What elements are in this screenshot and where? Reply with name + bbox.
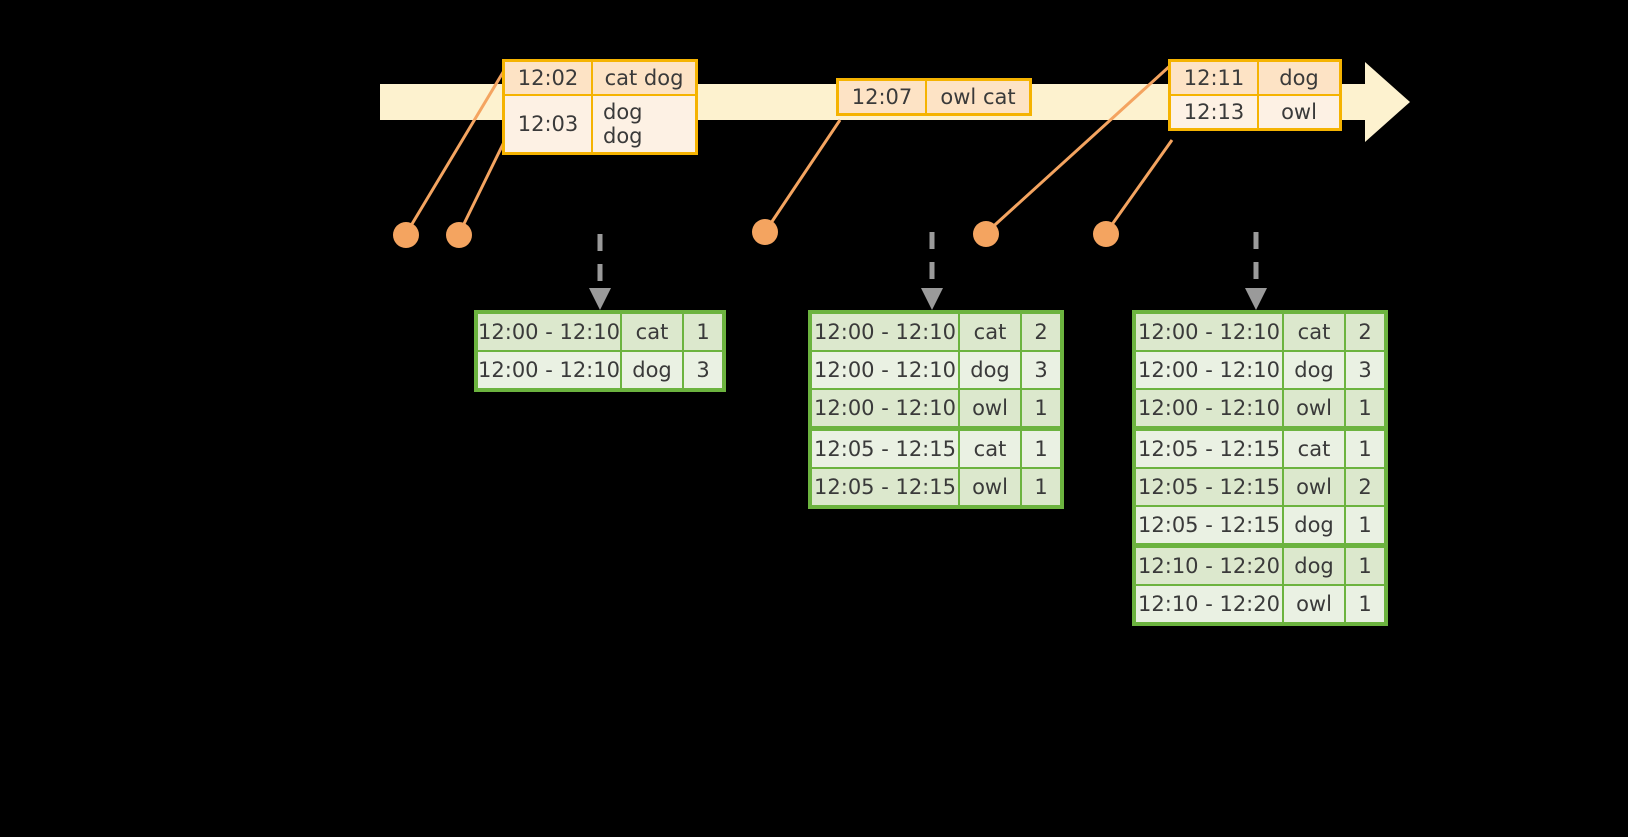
connector-line-5 [1104,139,1174,234]
cell-count: 1 [1022,390,1060,426]
cell-count: 1 [1346,390,1384,426]
table-row[interactable]: 12:05 - 12:15 owl 2 [1136,467,1384,505]
cell-window: 12:00 - 12:10 [812,314,960,350]
cell-word: dog [960,352,1022,388]
table-row[interactable]: 12:00 - 12:10 cat 2 [1136,314,1384,350]
table-row[interactable]: 12:00 - 12:10 owl 1 [812,388,1060,426]
event-time: 12:11 [1171,62,1259,94]
table-row[interactable]: 12:00 - 12:10 cat 2 [812,314,1060,350]
event-group-1[interactable]: 12:02 cat dog 12:03 dog dog [502,59,698,155]
cell-window: 12:00 - 12:10 [478,352,622,388]
event-dots [393,219,1119,248]
cell-window: 12:00 - 12:10 [812,390,960,426]
cell-word: owl [960,469,1022,505]
cell-window: 12:00 - 12:10 [812,352,960,388]
cell-word: cat [622,314,684,350]
cell-word: dog [622,352,684,388]
dashed-arrow-1 [589,234,611,310]
table-row[interactable]: 12:05 - 12:15 dog 1 [1136,505,1384,543]
event-words: cat dog [593,62,695,94]
dot-4 [973,221,999,247]
cell-word: cat [1284,431,1346,467]
table-row[interactable]: 12:00 - 12:10 cat 1 [478,314,722,350]
cell-count: 1 [1346,507,1384,543]
cell-word: dog [1284,352,1346,388]
dot-2 [446,222,472,248]
table-row[interactable]: 12:05 - 12:15 owl 1 [812,467,1060,505]
cell-window: 12:05 - 12:15 [812,431,960,467]
table-row[interactable]: 12:05 - 12:15 cat 1 [1136,426,1384,467]
result-table-2[interactable]: 12:00 - 12:10 cat 2 12:00 - 12:10 dog 3 … [808,310,1064,509]
dot-5 [1093,221,1119,247]
dot-1 [393,222,419,248]
cell-window: 12:00 - 12:10 [1136,390,1284,426]
event-row[interactable]: 12:07 owl cat [839,81,1029,113]
table-row[interactable]: 12:10 - 12:20 owl 1 [1136,584,1384,622]
cell-count: 3 [684,352,722,388]
cell-word: cat [960,431,1022,467]
cell-count: 1 [1022,431,1060,467]
dashed-arrows [589,232,1267,310]
cell-count: 1 [684,314,722,350]
cell-word: owl [1284,469,1346,505]
event-time: 12:02 [505,62,593,94]
dashed-arrow-3 [1245,232,1267,310]
cell-count: 1 [1346,431,1384,467]
connector-line-1 [404,63,510,235]
dot-3 [752,219,778,245]
event-row[interactable]: 12:03 dog dog [505,94,695,152]
cell-window: 12:05 - 12:15 [1136,431,1284,467]
cell-word: dog [1284,548,1346,584]
table-row[interactable]: 12:05 - 12:15 cat 1 [812,426,1060,467]
cell-count: 3 [1022,352,1060,388]
dashed-arrow-2 [921,232,943,310]
cell-word: cat [960,314,1022,350]
result-table-1[interactable]: 12:00 - 12:10 cat 1 12:00 - 12:10 dog 3 [474,310,726,392]
cell-count: 3 [1346,352,1384,388]
cell-window: 12:00 - 12:10 [1136,314,1284,350]
table-row[interactable]: 12:00 - 12:10 owl 1 [1136,388,1384,426]
cell-window: 12:10 - 12:20 [1136,548,1284,584]
result-table-3[interactable]: 12:00 - 12:10 cat 2 12:00 - 12:10 dog 3 … [1132,310,1388,626]
cell-word: owl [1284,390,1346,426]
cell-count: 2 [1346,469,1384,505]
table-row[interactable]: 12:00 - 12:10 dog 3 [812,350,1060,388]
table-row[interactable]: 12:00 - 12:10 dog 3 [478,350,722,388]
cell-word: dog [1284,507,1346,543]
event-group-2[interactable]: 12:07 owl cat [836,78,1032,116]
cell-count: 2 [1022,314,1060,350]
cell-window: 12:00 - 12:10 [478,314,622,350]
cell-count: 1 [1346,586,1384,622]
event-row[interactable]: 12:02 cat dog [505,62,695,94]
cell-window: 12:10 - 12:20 [1136,586,1284,622]
cell-word: cat [1284,314,1346,350]
table-row[interactable]: 12:10 - 12:20 dog 1 [1136,543,1384,584]
connector-line-2 [457,139,507,235]
event-words: dog dog [593,96,695,152]
event-row[interactable]: 12:11 dog [1171,62,1339,94]
event-words: owl [1259,96,1339,128]
cell-count: 2 [1346,314,1384,350]
event-group-3[interactable]: 12:11 dog 12:13 owl [1168,59,1342,131]
cell-window: 12:00 - 12:10 [1136,352,1284,388]
cell-window: 12:05 - 12:15 [1136,469,1284,505]
event-time: 12:07 [839,81,927,113]
connector-line-3 [763,119,842,233]
cell-word: owl [960,390,1022,426]
cell-count: 1 [1022,469,1060,505]
event-words: dog [1259,62,1339,94]
cell-count: 1 [1346,548,1384,584]
cell-word: owl [1284,586,1346,622]
cell-window: 12:05 - 12:15 [1136,507,1284,543]
table-row[interactable]: 12:00 - 12:10 dog 3 [1136,350,1384,388]
event-time: 12:03 [505,96,593,152]
event-row[interactable]: 12:13 owl [1171,94,1339,128]
event-time: 12:13 [1171,96,1259,128]
cell-window: 12:05 - 12:15 [812,469,960,505]
event-words: owl cat [927,81,1029,113]
